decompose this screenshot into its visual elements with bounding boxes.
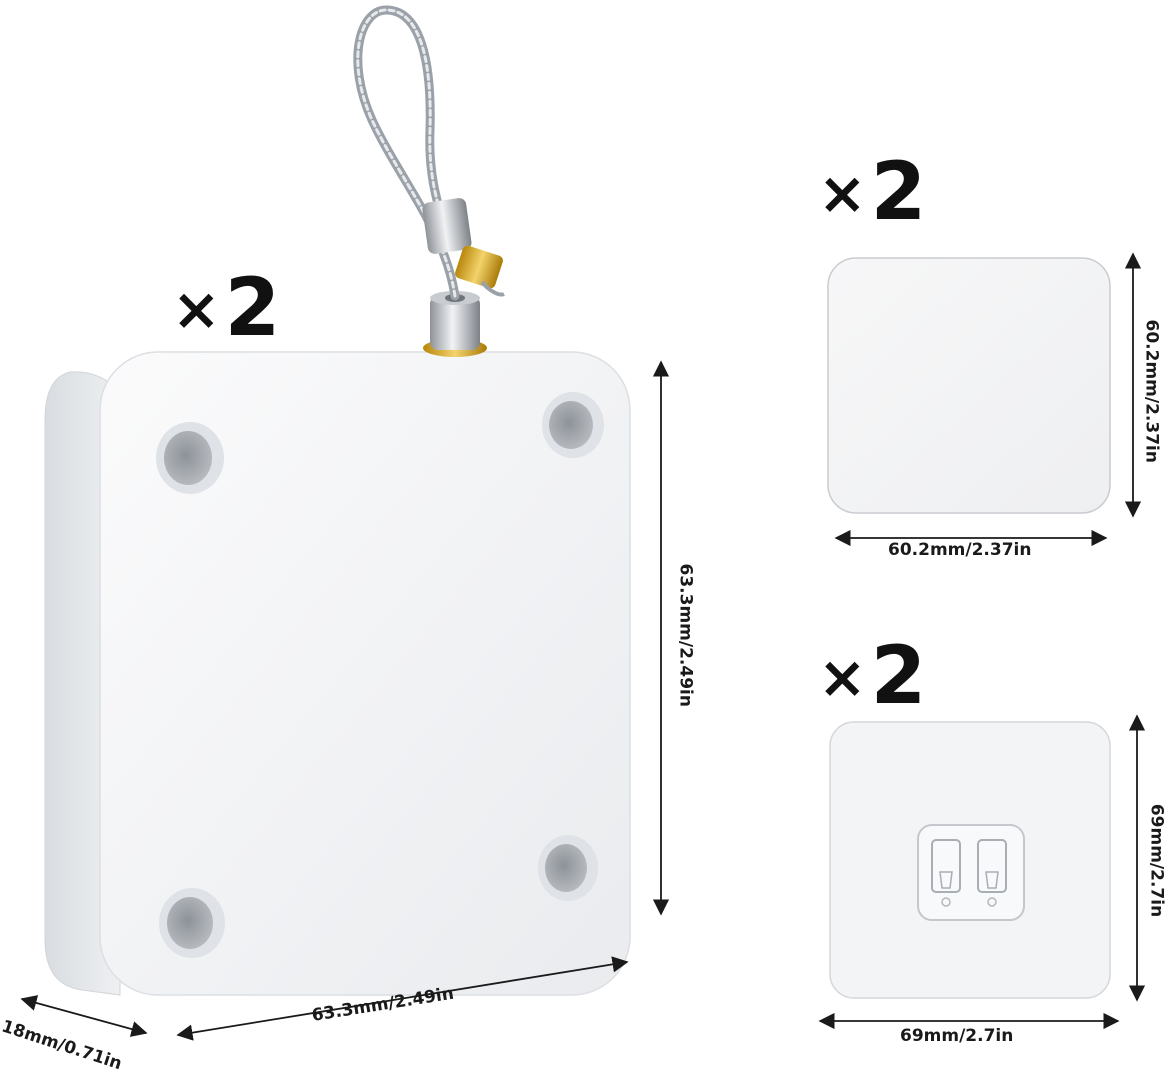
screw-hole-top-right <box>542 392 604 458</box>
cable-crimp-sleeve <box>422 198 472 254</box>
dimension-label-hook-height: 69mm/2.7in <box>1146 803 1167 918</box>
brass-stopper <box>455 245 503 289</box>
retractor-device <box>44 5 631 996</box>
quantity-value: 2 <box>870 145 927 238</box>
multiplier-symbol: × <box>172 275 221 343</box>
dimension-label-pad-width: 60.2mm/2.37in <box>888 540 1032 560</box>
quantity-value: 2 <box>870 629 927 722</box>
hook-slot-left <box>931 839 961 893</box>
arrow-main-depth <box>20 995 148 1037</box>
hook-base <box>829 721 1111 999</box>
multiplier-symbol: × <box>818 159 867 227</box>
hook-mount-frame <box>917 824 1025 921</box>
dimension-label-pad-height: 60.2mm/2.37in <box>1141 319 1162 463</box>
screw-hole-bottom-left <box>159 888 225 958</box>
hook-slot-right <box>977 839 1007 893</box>
adhesive-pad <box>827 257 1111 514</box>
multiplier-symbol: × <box>818 643 867 711</box>
dimension-label-hook-width: 69mm/2.7in <box>900 1026 1014 1046</box>
metal-post <box>430 296 480 350</box>
quantity-label-hook-base: ×2 <box>818 636 926 716</box>
quantity-label-main-unit: ×2 <box>172 268 280 348</box>
dimension-arrows <box>20 252 1146 1041</box>
screw-hole-bottom-right <box>538 835 598 901</box>
arrow-main-width <box>176 956 629 1041</box>
quantity-value: 2 <box>224 261 281 354</box>
dimension-label-main-height: 63.3mm/2.49in <box>675 563 696 707</box>
quantity-label-adhesive-pad: ×2 <box>818 152 926 232</box>
screw-hole-top-left <box>156 422 224 494</box>
